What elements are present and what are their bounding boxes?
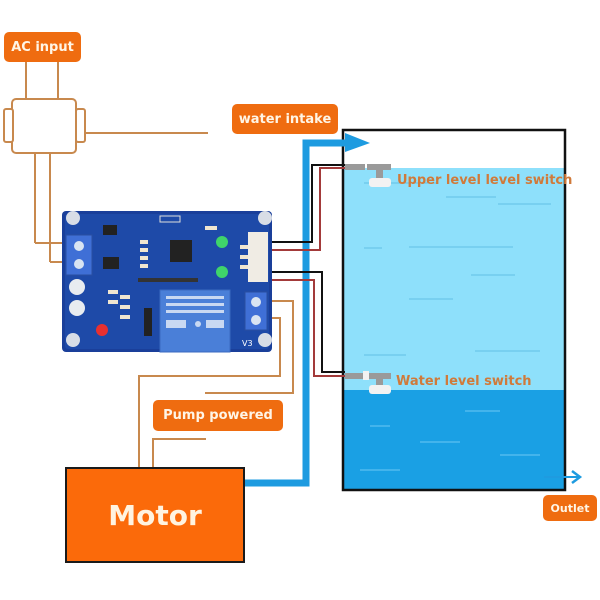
- outlet-arrow-icon: [544, 470, 583, 484]
- ac-plug-icon: [3, 98, 86, 154]
- water-intake-label: water intake: [232, 104, 338, 134]
- mount-hole-icon: [66, 211, 80, 225]
- sensor-wires: [270, 164, 345, 377]
- motor-box: Motor: [65, 467, 245, 563]
- tank-water-lower: [343, 390, 565, 490]
- ac-input-label: AC input: [4, 32, 81, 62]
- mount-hole-icon: [258, 211, 272, 225]
- board-silkscreen: V3: [242, 339, 253, 348]
- tank-water-upper: [343, 168, 565, 390]
- water-level-switch-icon: [345, 371, 391, 394]
- upper-level-switch-label: Upper level level switch: [397, 173, 573, 188]
- controller-board: [62, 211, 272, 353]
- pump-powered-label: Pump powered: [153, 400, 283, 431]
- mount-hole-icon: [258, 333, 272, 347]
- mount-hole-icon: [66, 333, 80, 347]
- intake-arrow-icon: [345, 133, 370, 152]
- water-tank: [341, 128, 567, 492]
- red-led-icon: [96, 324, 108, 336]
- green-led-icon: [216, 236, 228, 248]
- green-led-icon: [216, 266, 228, 278]
- upper-level-switch-icon: [345, 164, 391, 187]
- water-level-switch-label: Water level switch: [396, 374, 532, 389]
- tank-outline: [341, 128, 567, 492]
- outlet-label: Outlet: [543, 495, 597, 521]
- microcontroller-chip: [170, 240, 192, 262]
- intake-pipe: [245, 139, 345, 487]
- pump-power-wires: [138, 300, 294, 467]
